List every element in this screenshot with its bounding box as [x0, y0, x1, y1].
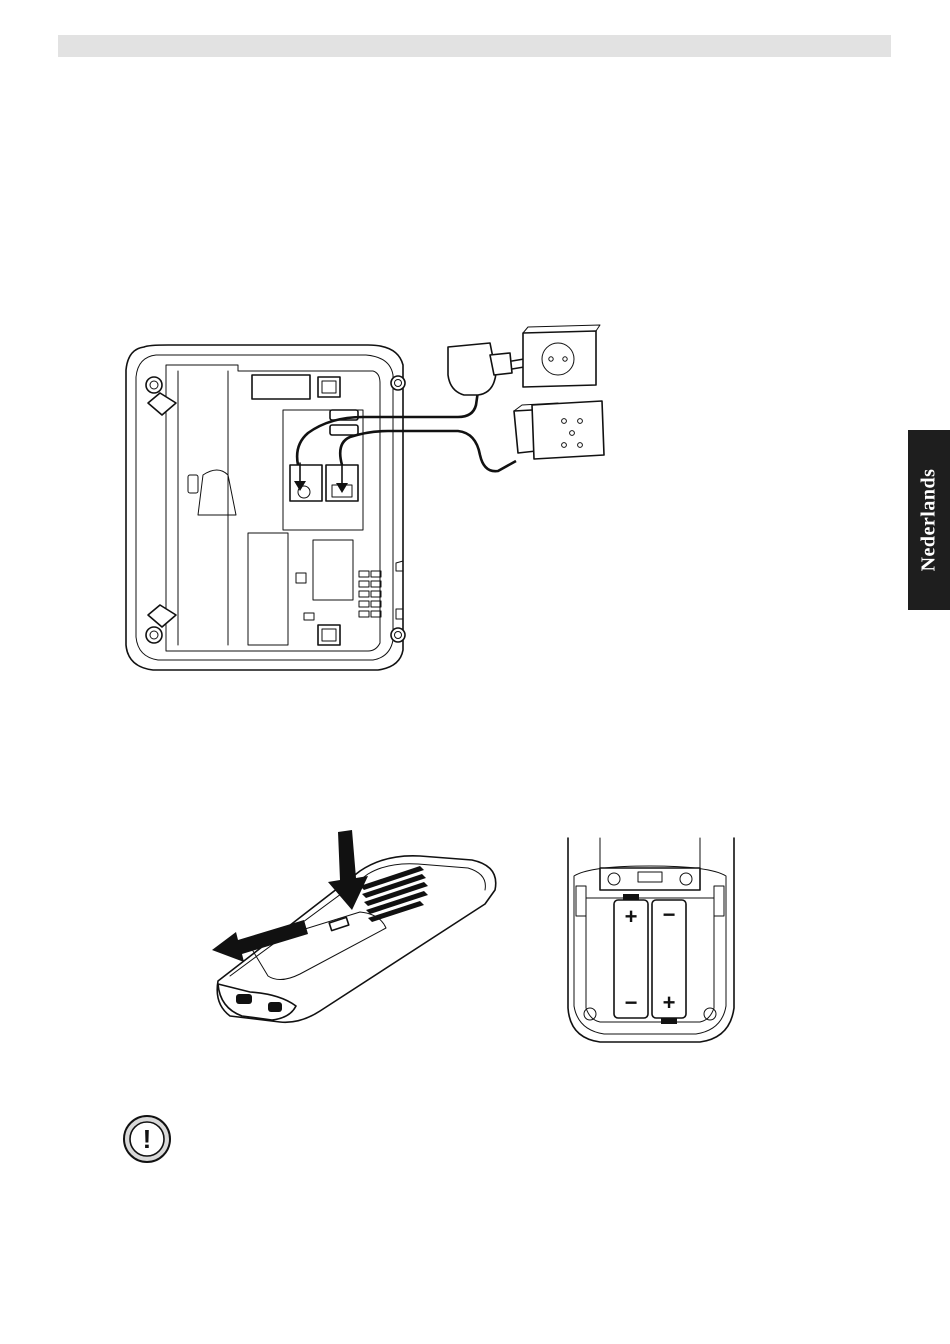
battery-left-minus: −: [625, 990, 638, 1015]
exclamation-warning-icon: !: [122, 1114, 172, 1164]
battery-left-plus: +: [625, 904, 638, 929]
base-station-connection-diagram: [118, 325, 618, 680]
handset-battery-cover-diagram: [210, 826, 510, 1030]
language-tab-label: Nederlands: [918, 469, 941, 572]
warning-symbol: !: [143, 1124, 152, 1154]
language-tab: Nederlands: [908, 430, 950, 610]
battery-right-minus: −: [663, 902, 676, 927]
battery-compartment-diagram: + − − +: [560, 838, 740, 1048]
header-bar: [58, 35, 891, 57]
battery-right-plus: +: [663, 990, 676, 1015]
